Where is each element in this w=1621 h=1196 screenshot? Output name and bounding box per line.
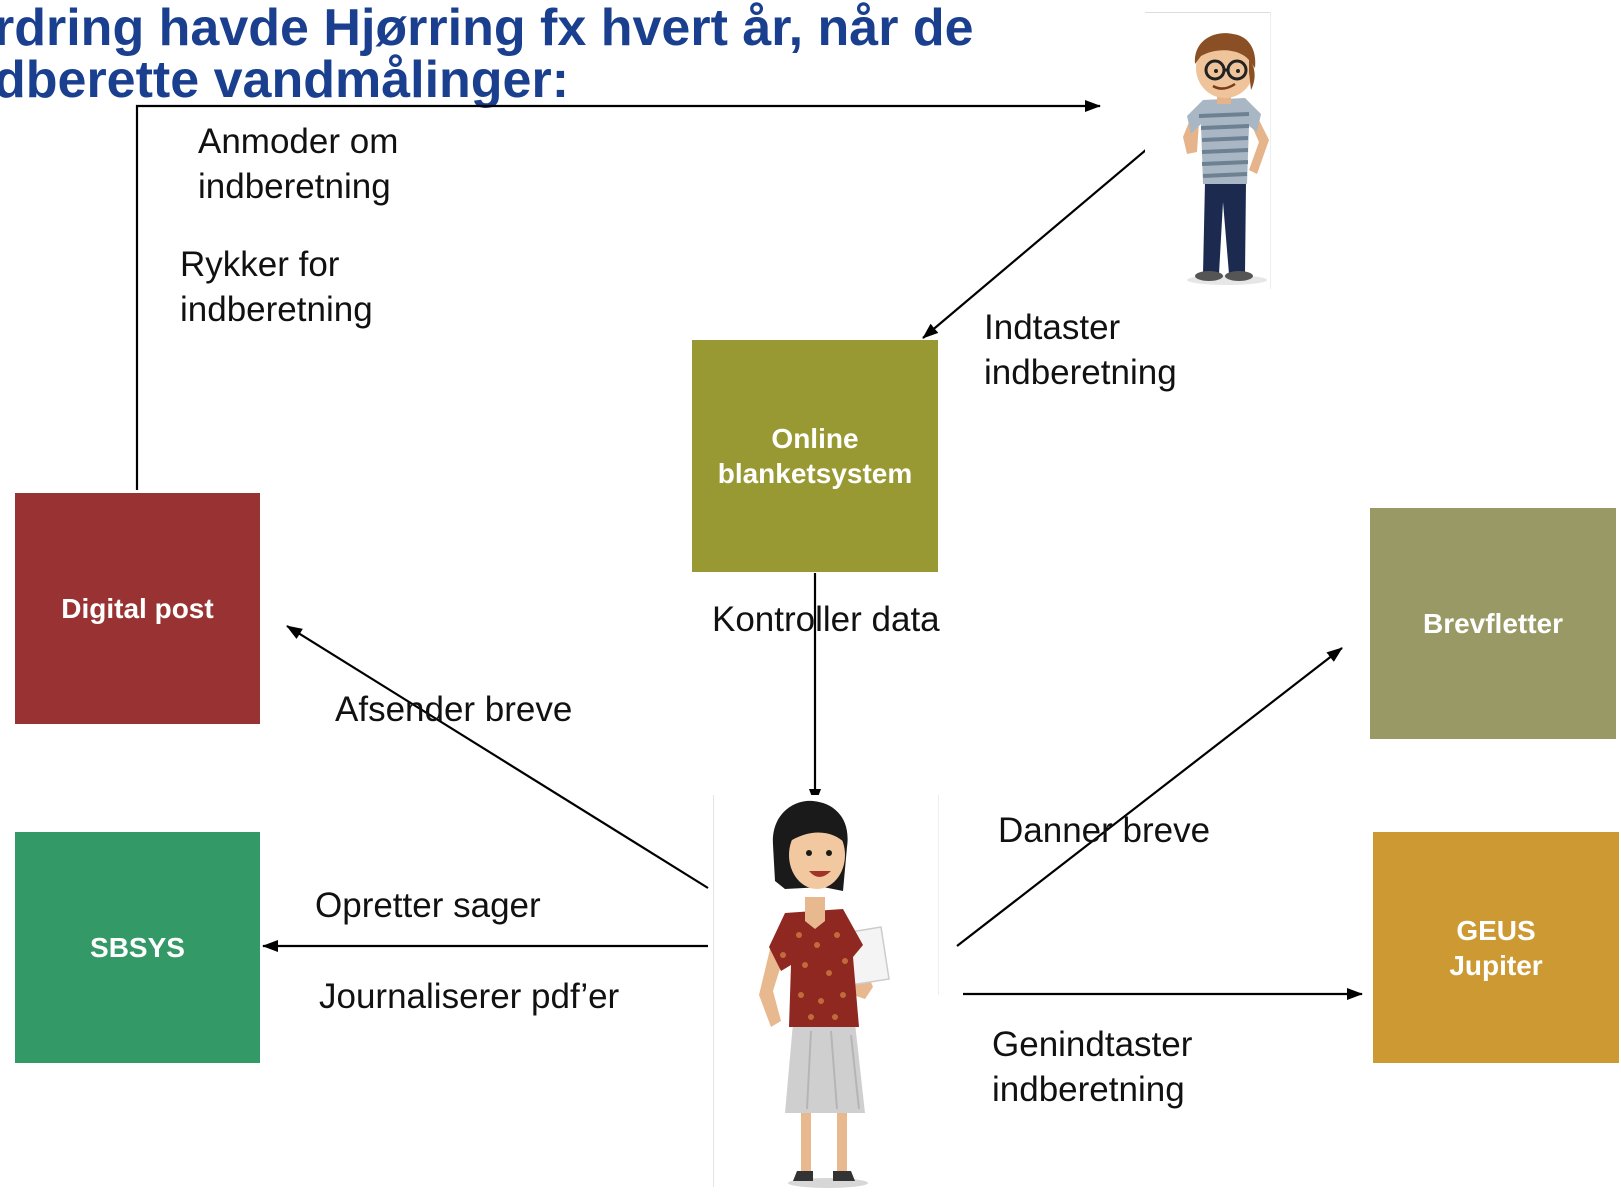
brevfletter-box: Brevfletter xyxy=(1370,508,1616,739)
label-indtaster: Indtaster indberetning xyxy=(984,308,1177,392)
online-blanketsystem-box: Online blanketsystem xyxy=(692,340,938,572)
sbsys-label: SBSYS xyxy=(90,932,185,963)
label-kontroller: Kontroller data xyxy=(712,600,940,639)
arrow-citizen-to-online xyxy=(922,148,1148,339)
label-rykker: Rykker for indberetning xyxy=(180,245,373,329)
digital-post-box: Digital post xyxy=(15,493,260,724)
label-opretter: Opretter sager xyxy=(315,886,541,925)
title-line-1: rdring havde Hjørring fx hvert år, når d… xyxy=(0,0,974,57)
sbsys-box: SBSYS xyxy=(15,832,260,1063)
digital-post-label: Digital post xyxy=(61,593,214,624)
title-line-2: dberette vandmålinger: xyxy=(0,51,570,109)
woman-figure-icon xyxy=(713,795,961,1188)
online-blanketsystem-label: Online blanketsystem xyxy=(717,423,913,489)
label-danner: Danner breve xyxy=(998,811,1211,850)
label-journaliserer: Journaliserer pdf’er xyxy=(319,977,620,1016)
arrow-employee-to-brevfletter xyxy=(956,647,1343,947)
page-title: rdring havde Hjørring fx hvert år, når d… xyxy=(0,2,974,106)
label-genindtaster: Genindtaster indberetning xyxy=(992,1025,1193,1109)
brevfletter-label: Brevfletter xyxy=(1422,608,1564,639)
label-afsender: Afsender breve xyxy=(335,690,573,729)
man-figure-icon xyxy=(1145,12,1271,289)
arrow-employee-to-digital-post xyxy=(286,625,709,889)
geus-jupiter-box: GEUS Jupiter xyxy=(1373,832,1619,1063)
geus-jupiter-label: GEUS Jupiter xyxy=(1449,914,1543,981)
arrow-request-to-citizen xyxy=(135,100,1101,490)
label-anmoder: Anmoder om indberetning xyxy=(198,122,399,206)
